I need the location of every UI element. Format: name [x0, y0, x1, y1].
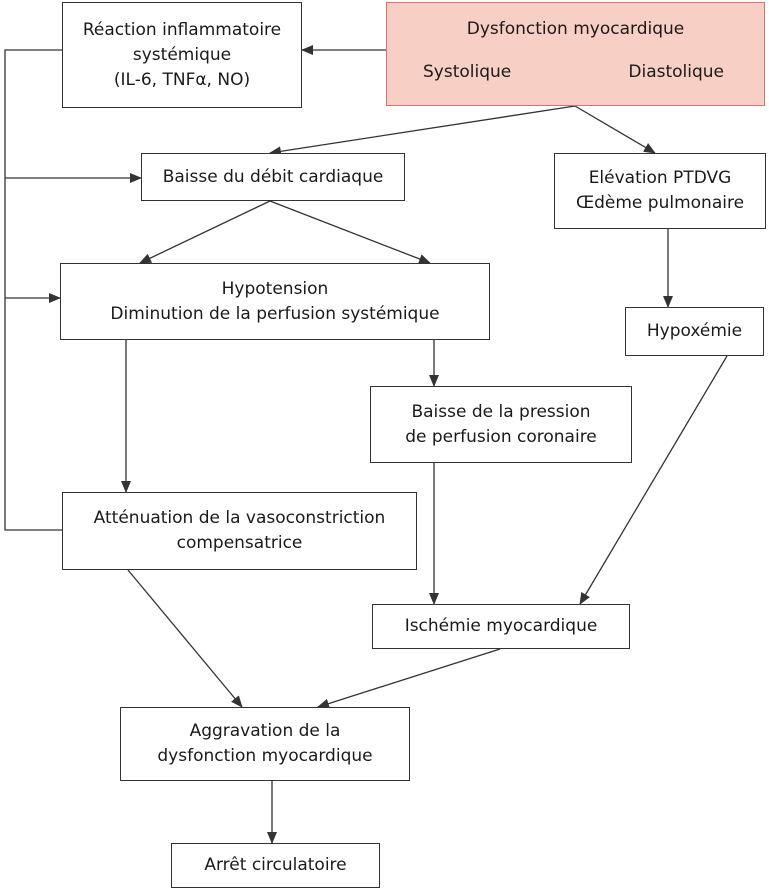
- node-dysfonction-subtypes: Systolique Diastolique: [387, 60, 764, 85]
- arrow-dysfonction-to-baisse-debit: [269, 105, 576, 157]
- node-baisse-debit-line-1: Baisse du débit cardiaque: [162, 166, 384, 187]
- node-reaction-inflammatoire: Réaction inflammatoire systémique (IL-6,…: [62, 2, 302, 108]
- arrow-ischemie-to-aggravation: [317, 648, 501, 709]
- node-attenuation-line-2: compensatrice: [176, 533, 303, 553]
- node-dysfonction-myocardique: Dysfonction myocardique Systolique Diast…: [386, 2, 765, 106]
- node-aggravation-line-2: dysfonction myocardique: [157, 746, 373, 766]
- node-baisse-pression-coronaire: Baisse de la pression de perfusion coron…: [370, 386, 632, 463]
- node-aggravation-dysfonction: Aggravation de la dysfonction myocardiqu…: [120, 707, 410, 781]
- node-ischemie-myocardique: Ischémie myocardique: [372, 604, 630, 649]
- feedback-line-reaction: [4, 49, 62, 531]
- node-baisse-pression-line-2: de perfusion coronaire: [405, 426, 597, 447]
- node-baisse-pression-line-1: Baisse de la pression: [411, 401, 591, 422]
- node-attenuation-line-1: Atténuation de la vasoconstriction: [93, 508, 386, 528]
- arrow-baisse-debit-to-hypotension-left: [139, 200, 271, 264]
- node-reaction-line-3: (IL-6, TNFα, NO): [113, 69, 251, 90]
- node-elevation-line-1: Elévation PTDVG: [588, 168, 732, 188]
- node-arret-line-1: Arrêt circulatoire: [204, 855, 347, 875]
- node-attenuation-vasoconstriction: Atténuation de la vasoconstriction compe…: [62, 492, 417, 570]
- node-dysfonction-systolique: Systolique: [423, 62, 512, 82]
- node-hypotension-line-1: Hypotension: [221, 278, 329, 299]
- node-elevation-line-2: Œdème pulmonaire: [575, 193, 745, 213]
- node-reaction-line-2: systémique: [132, 44, 232, 65]
- arrow-dysfonction-to-elevation: [574, 105, 656, 154]
- arrow-baisse-debit-to-hypotension-right: [269, 200, 431, 264]
- node-elevation-ptdvg: Elévation PTDVG Œdème pulmonaire: [554, 153, 766, 229]
- node-reaction-line-1: Réaction inflammatoire: [82, 19, 282, 40]
- arrow-attenuation-to-aggravation: [127, 569, 243, 708]
- node-hypotension-line-2: Diminution de la perfusion systémique: [110, 303, 440, 324]
- node-baisse-debit-cardiaque: Baisse du débit cardiaque: [141, 153, 405, 201]
- node-hypotension: Hypotension Diminution de la perfusion s…: [60, 263, 490, 340]
- node-dysfonction-title: Dysfonction myocardique: [466, 19, 685, 39]
- node-hypoxemie: Hypoxémie: [625, 307, 764, 356]
- node-aggravation-line-1: Aggravation de la: [189, 721, 341, 741]
- node-arret-circulatoire: Arrêt circulatoire: [171, 843, 380, 888]
- node-ischemie-line-1: Ischémie myocardique: [404, 616, 598, 636]
- arrow-hypoxemie-to-ischemie: [579, 355, 728, 605]
- node-dysfonction-diastolique: Diastolique: [628, 62, 724, 82]
- node-hypoxemie-line-1: Hypoxémie: [646, 321, 743, 341]
